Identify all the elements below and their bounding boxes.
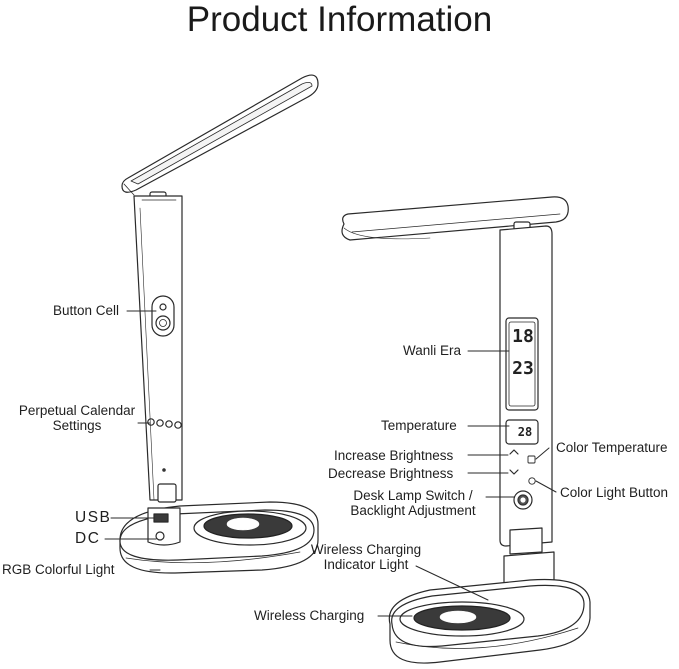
label-usb: USB [75,509,112,526]
label-increase-brightness: Increase Brightness [334,448,454,463]
label-wireless-charging-indicator-line1: Wireless Charging [310,542,422,557]
label-perpetual-calendar-line2: Settings [52,418,102,433]
label-dc: DC [75,530,101,547]
label-desk-lamp-switch-line2: Backlight Adjustment [350,503,476,518]
label-button-cell: Button Cell [53,303,120,318]
lcd-hour: 18 [512,326,534,347]
right-lamp [341,196,591,664]
label-desk-lamp-switch: Desk Lamp Switch / Backlight Adjustment [338,488,488,518]
dc-port [155,531,165,541]
color-light-icon [528,477,536,485]
left-lamp [119,74,319,574]
lcd-temperature: 28 [517,425,533,439]
label-desk-lamp-switch-line1: Desk Lamp Switch / [353,488,473,503]
label-wireless-charging-indicator: Wireless Charging Indicator Light [302,542,430,572]
right-lamp-head [341,196,569,241]
label-decrease-brightness: Decrease Brightness [328,466,454,481]
calendar-btn-2 [156,419,164,427]
page-title: Product Information [186,0,493,39]
label-rgb-colorful-light: RGB Colorful Light [2,562,115,577]
right-lamp-pole [499,225,553,555]
right-lamp-base [388,578,591,664]
left-lamp-head [121,74,319,196]
usb-port [153,513,169,523]
lcd-minute: 23 [512,358,534,379]
label-wanli-era: Wanli Era [403,343,462,358]
left-lamp-pole [133,195,183,503]
label-temperature: Temperature [381,418,457,433]
increase-brightness-icon [509,449,519,455]
leader-lines [104,310,557,617]
color-temperature-icon [527,455,536,464]
label-perpetual-calendar: Perpetual Calendar Settings [14,403,140,433]
calendar-btn-4 [174,421,182,429]
calendar-btn-1 [147,418,155,426]
button-cell-icon [155,315,171,331]
label-wireless-charging: Wireless Charging [254,608,365,623]
temperature-display [505,419,539,445]
decrease-brightness-icon [509,469,519,475]
label-wireless-charging-indicator-line2: Indicator Light [323,557,409,572]
label-color-light-button: Color Light Button [560,485,669,500]
left-base-column [147,507,181,546]
button-cell-screw [159,303,167,311]
calendar-btn-3 [165,420,173,428]
label-color-temperature: Color Temperature [556,440,668,455]
label-perpetual-calendar-line1: Perpetual Calendar [18,403,136,418]
